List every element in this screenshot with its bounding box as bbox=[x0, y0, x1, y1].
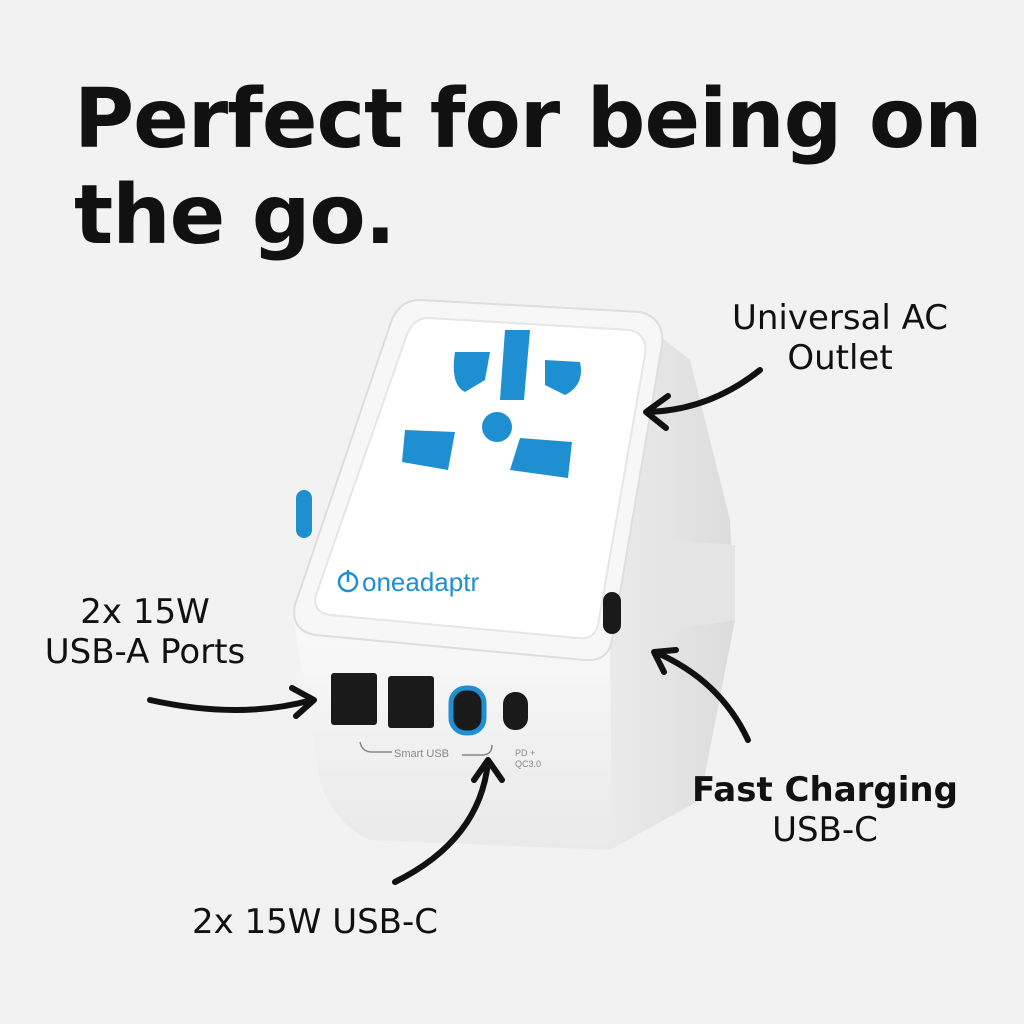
callout-usb-a: 2x 15W USB-A Ports bbox=[44, 592, 246, 672]
callout-ac-outlet: Universal AC Outlet bbox=[731, 298, 949, 378]
smart-usb-label: Smart USB bbox=[394, 748, 449, 760]
arrow-usb-a bbox=[147, 685, 317, 719]
svg-text:oneadaptr: oneadaptr bbox=[362, 567, 479, 597]
headline-line2: the go. bbox=[74, 168, 396, 263]
slider-button bbox=[296, 490, 312, 538]
svg-text:QC3.0: QC3.0 bbox=[515, 759, 541, 769]
svg-text:PD +: PD + bbox=[515, 748, 535, 758]
arrow-fast-charging bbox=[651, 647, 751, 743]
callout-usb-c: 2x 15W USB-C bbox=[191, 902, 439, 942]
arrow-usb-c bbox=[392, 757, 505, 885]
side-usb-c-port bbox=[603, 592, 621, 634]
usb-a-ports bbox=[331, 673, 434, 728]
travel-adapter: oneadaptr Smart USB PD + QC3.0 bbox=[292, 298, 735, 850]
headline-line1: Perfect for being on bbox=[74, 72, 983, 167]
headline: Perfect for being on the go. bbox=[74, 72, 1004, 264]
ac-outlet bbox=[402, 330, 581, 478]
callout-fast-charging: Fast Charging USB-C bbox=[692, 770, 958, 850]
brand-logo: oneadaptr bbox=[337, 567, 479, 597]
usb-c-ports bbox=[448, 592, 621, 736]
arrow-ac-outlet bbox=[643, 367, 763, 431]
